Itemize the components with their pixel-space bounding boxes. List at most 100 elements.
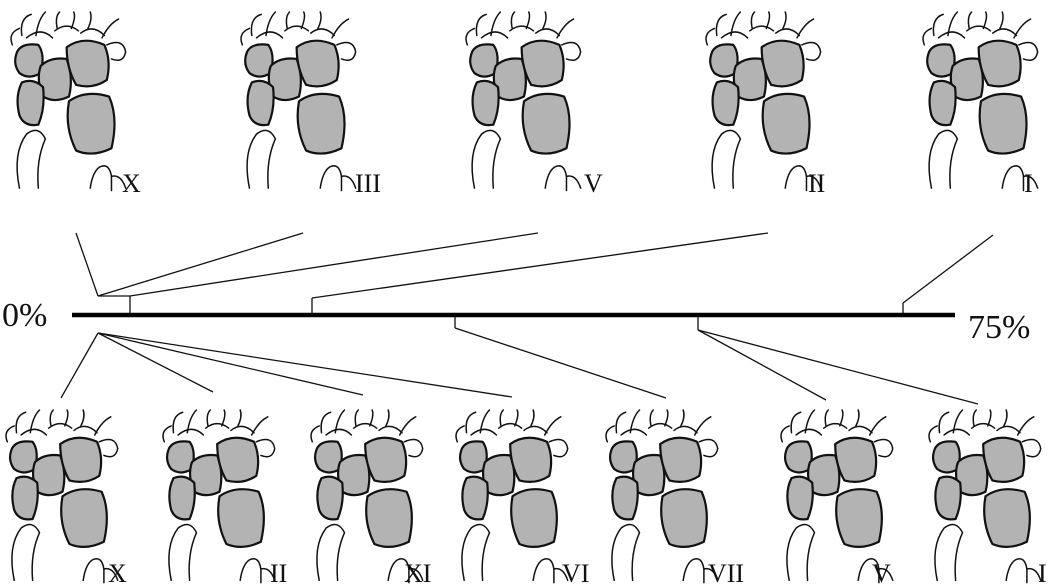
bone-outline [466, 28, 474, 44]
bone-outline [997, 426, 1020, 432]
leader-line [698, 330, 826, 400]
bone-outline [256, 440, 274, 457]
bone-outline [1022, 440, 1040, 457]
bottom-wrist-6 [781, 410, 893, 583]
bone-outline [874, 440, 892, 457]
bone-outline [549, 440, 567, 457]
carpal-bone [661, 489, 707, 547]
top-wrist-5 [923, 12, 1038, 190]
bone-outline [650, 410, 653, 426]
carpal-bone [787, 477, 812, 520]
carpal-bone [473, 81, 499, 125]
bone-outline [462, 524, 490, 580]
bone-outline [511, 12, 514, 28]
carpal-bone [510, 438, 551, 482]
bone-outline [311, 426, 319, 442]
scale-min-label: 0% [2, 297, 47, 334]
bone-outline [50, 410, 53, 426]
bone-outline [55, 26, 79, 31]
top-wrist-4 [706, 12, 821, 190]
bone-outline [510, 26, 534, 31]
carpal-bone [980, 94, 1027, 154]
bone-outline [545, 166, 566, 191]
bone-outline [285, 26, 309, 31]
bone-outline [531, 410, 534, 426]
bone-outline [543, 12, 546, 28]
bone-outline [81, 410, 84, 426]
top-wrist-label: X [122, 169, 141, 198]
bone-outline [562, 43, 581, 61]
bone-outline [1006, 559, 1027, 583]
bone-outline [968, 12, 971, 28]
bone-outline [939, 412, 949, 432]
bone-outline [1000, 12, 1003, 28]
bone-outline [973, 410, 976, 426]
bone-outline [766, 12, 769, 28]
bone-outline [320, 166, 341, 191]
bone-outline [379, 426, 402, 432]
bottom-wrist-label: XI [404, 559, 431, 588]
carpal-bone [462, 477, 487, 520]
carpal-bone [68, 94, 115, 154]
bone-outline [524, 426, 547, 432]
bottom-wrist-label: V [872, 559, 891, 588]
bone-outline [699, 440, 717, 457]
bottom-wrist-2 [163, 410, 275, 583]
bone-outline [500, 410, 503, 426]
bottom-wrist-label: X [108, 559, 127, 588]
carpal-bone [930, 81, 956, 125]
top-wrist-label: III [355, 169, 381, 198]
top-wrist-1 [11, 12, 126, 190]
bone-outline [49, 424, 72, 429]
top-wrist-label: I [1024, 169, 1033, 198]
bone-outline [471, 429, 496, 435]
bone-outline [681, 410, 684, 426]
leader-line [61, 333, 98, 398]
bone-outline [163, 426, 171, 442]
scale-axis: 0% 75% [2, 297, 1030, 346]
bone-outline [716, 14, 726, 35]
bone-outline [206, 424, 229, 429]
bone-outline [674, 426, 697, 432]
bone-outline [825, 410, 828, 426]
bone-outline [231, 426, 254, 432]
bone-outline [286, 12, 289, 28]
bone-outline [90, 166, 111, 191]
bone-outline [251, 14, 261, 35]
bone-outline [621, 429, 646, 435]
bone-outline [536, 29, 560, 36]
bottom-wrist-label: VII [708, 559, 744, 588]
bone-outline [706, 28, 714, 44]
carpal-bone [713, 81, 739, 125]
bone-outline [386, 410, 389, 426]
bottom-wrist-3 [311, 410, 423, 583]
bone-outline [929, 426, 937, 442]
bone-outline [612, 524, 640, 580]
carpal-bone [248, 81, 274, 125]
bottom-wrist-1 [6, 410, 118, 583]
top-wrist-3 [466, 12, 581, 190]
bone-outline [787, 524, 815, 580]
bottom-wrist-label: II [270, 559, 287, 588]
bone-outline [173, 412, 183, 432]
bone-outline [967, 26, 991, 31]
bone-outline [321, 412, 331, 432]
bone-outline [972, 424, 995, 429]
bone-outline [665, 410, 668, 426]
bone-outline [526, 12, 529, 28]
bone-outline [456, 426, 464, 442]
bone-outline [257, 32, 283, 38]
leader-line [903, 235, 993, 303]
bone-outline [247, 130, 275, 188]
bone-outline [6, 426, 14, 442]
bone-outline [849, 426, 872, 432]
leader-line [698, 330, 978, 404]
bone-outline [83, 559, 104, 583]
bone-outline [21, 429, 46, 435]
bone-outline [993, 29, 1017, 36]
bone-outline [649, 424, 672, 429]
bone-outline [499, 424, 522, 429]
carpal-bone [511, 489, 557, 547]
